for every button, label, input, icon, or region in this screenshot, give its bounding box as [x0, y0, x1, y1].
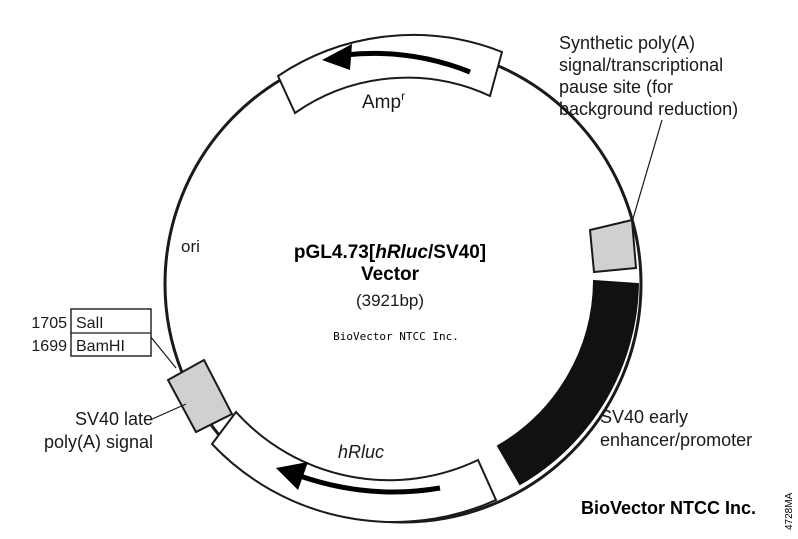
amp-label: Ampr	[362, 89, 405, 113]
site-enzyme-1: SalI	[76, 315, 104, 332]
plasmid-size: (3921bp)	[356, 291, 424, 310]
sv40-late-leader	[149, 403, 187, 421]
synthetic-polya-leader	[631, 119, 663, 223]
amp-direction-arrow	[344, 50, 471, 75]
synthetic-polya-line-3: pause site (for	[559, 77, 673, 97]
hrluc-direction-arrow	[299, 473, 441, 495]
synthetic-polya-line-2: signal/transcriptional	[559, 55, 723, 75]
brand-watermark: BioVector NTCC Inc.	[581, 498, 756, 518]
site-enzyme-2: BamHI	[76, 338, 125, 355]
plasmid-name: pGL4.73[hRluc/SV40]	[294, 242, 486, 263]
sv40-late-polya-box	[166, 358, 234, 434]
sv40-late-line-2: poly(A) signal	[44, 432, 153, 452]
amp-arrowhead	[322, 44, 352, 70]
restriction-site-leader	[149, 335, 177, 369]
synthetic-polya-label: Synthetic poly(A) signal/transcriptional…	[559, 33, 738, 119]
amp-superscript: r	[401, 89, 405, 103]
sv40-early-label: SV40 early enhancer/promoter	[600, 407, 752, 450]
sv40-late-line-1: SV40 late	[75, 409, 153, 429]
site-position-1: 1705	[31, 315, 67, 332]
sv40-late-label: SV40 late poly(A) signal	[44, 409, 153, 452]
figure-code: 4728MA	[784, 492, 795, 530]
sv40-early-feature-box	[496, 279, 640, 486]
ori-label: ori	[181, 237, 200, 256]
synthetic-polya-line-1: Synthetic poly(A)	[559, 33, 695, 53]
sv40-early-line-1: SV40 early	[600, 407, 688, 427]
synthetic-polya-box	[588, 218, 638, 274]
synthetic-polya-line-4: background reduction)	[559, 99, 738, 119]
hrluc-label: hRluc	[338, 442, 384, 462]
hrluc-feature-box	[210, 410, 498, 523]
plasmid-name-line2: Vector	[361, 264, 420, 285]
center-watermark: BioVector NTCC Inc.	[333, 330, 459, 343]
sv40-early-line-2: enhancer/promoter	[600, 430, 752, 450]
site-position-2: 1699	[31, 338, 67, 355]
hrluc-arrowhead	[276, 462, 308, 490]
